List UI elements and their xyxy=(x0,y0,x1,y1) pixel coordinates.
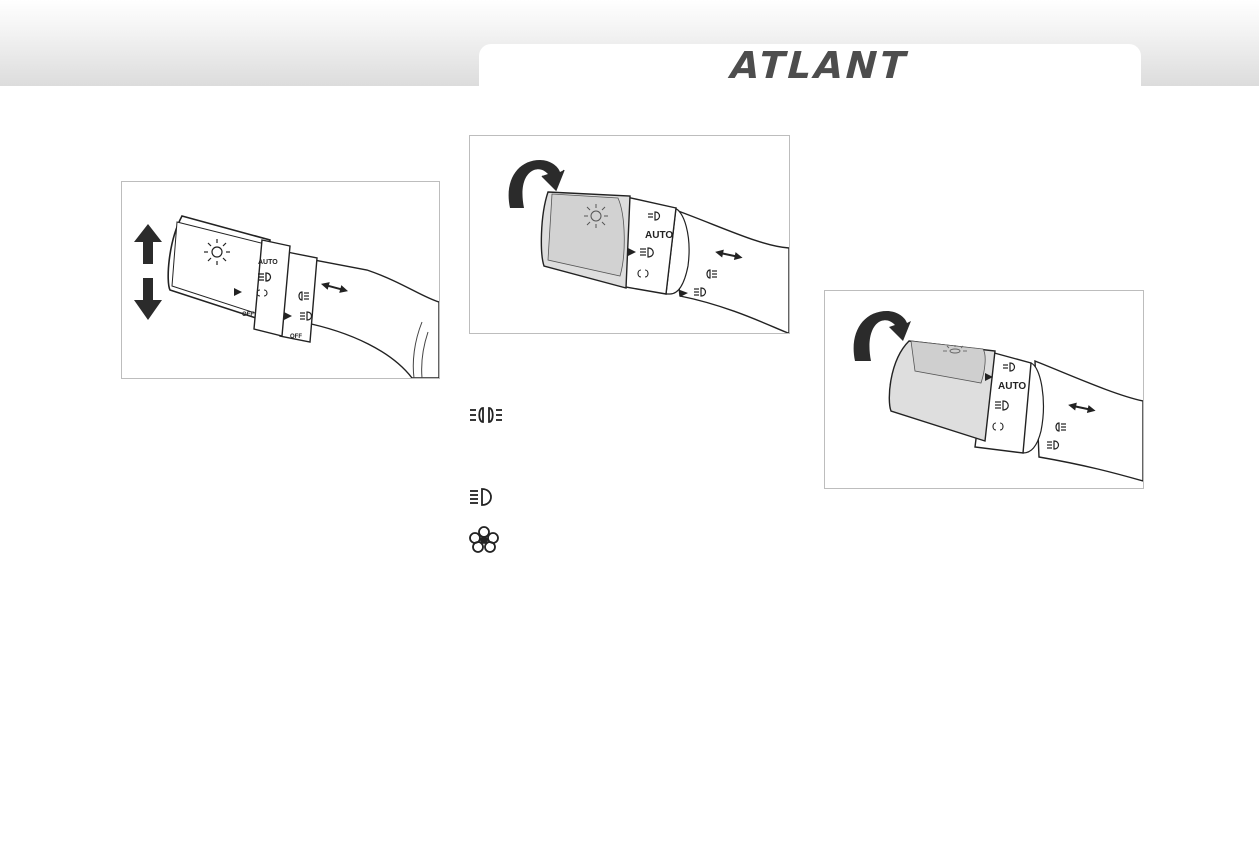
brand-logo: ATLANT xyxy=(725,44,914,87)
double-arrow-icon xyxy=(715,249,743,260)
rotate-arrow-icon xyxy=(508,160,565,208)
sun-symbol-icon xyxy=(584,204,608,228)
front-fog-icon xyxy=(298,291,309,301)
rear-fog-icon xyxy=(1047,440,1060,450)
low-beam-icon xyxy=(1003,362,1016,372)
low-beam-icon xyxy=(466,484,506,510)
double-arrow-icon xyxy=(1068,402,1096,413)
double-arrow-icon xyxy=(320,282,349,293)
indicator-mark xyxy=(284,312,292,320)
indicator-mark xyxy=(628,248,636,256)
off-label-outer: OFF xyxy=(290,334,302,340)
front-fog-icon xyxy=(706,269,717,279)
auto-label: AUTO xyxy=(258,259,278,266)
arrow-down-icon xyxy=(134,278,162,320)
figure-lever-rotate-beam: AUTO xyxy=(824,290,1144,489)
indicator-mark xyxy=(234,288,242,296)
auto-label: AUTO xyxy=(645,230,673,241)
position-light-icon xyxy=(256,289,268,297)
lever-illustration: AUTO xyxy=(853,311,1143,482)
front-fog-icon xyxy=(1055,422,1066,432)
low-beam-icon xyxy=(258,272,272,282)
figure-lever-rotate-auto: AUTO xyxy=(469,135,790,334)
low-beam-icon xyxy=(648,211,661,221)
low-beam-icon xyxy=(640,247,654,258)
lever-illustration: AUTO OFF OFF xyxy=(134,215,439,378)
position-light-icon xyxy=(637,269,649,278)
position-light-icon xyxy=(466,402,506,428)
indicator-mark xyxy=(680,290,688,297)
figure-lever-up-down: AUTO OFF OFF xyxy=(121,181,440,379)
position-light-icon xyxy=(992,422,1004,431)
rotate-arrow-icon xyxy=(853,311,911,361)
sun-symbol-icon xyxy=(204,239,230,265)
lever-illustration: AUTO xyxy=(508,160,789,333)
sun-symbol-icon xyxy=(943,345,967,354)
arrow-up-icon xyxy=(134,224,162,264)
rear-fog-icon xyxy=(300,311,313,321)
rear-fog-icon xyxy=(694,287,707,297)
auto-label: AUTO xyxy=(998,381,1026,392)
flower-indicator-icon xyxy=(466,525,506,553)
off-label-inner: OFF xyxy=(242,312,254,318)
indicator-mark xyxy=(985,373,993,381)
low-beam-icon xyxy=(995,400,1009,411)
header-tab xyxy=(479,44,1141,88)
